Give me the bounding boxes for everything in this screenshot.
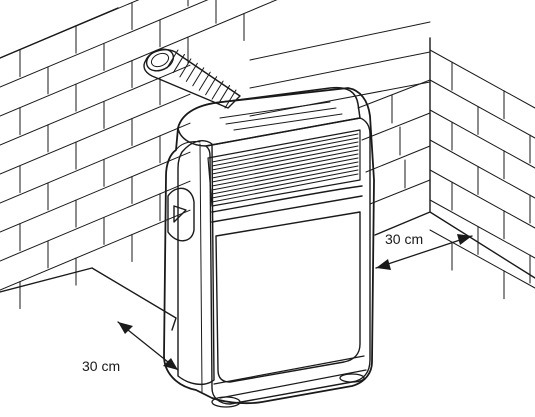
grille-slat (211, 173, 359, 203)
grille-slat (211, 169, 359, 199)
brick-course (429, 169, 535, 229)
grille-slat (211, 157, 359, 187)
side-clearance-label: 30 cm (385, 231, 423, 247)
brick-course (429, 199, 535, 259)
hose-rib (205, 76, 218, 96)
hose-rib (166, 49, 179, 69)
grille-slat (211, 141, 359, 171)
side-arrowhead-left (376, 259, 391, 270)
back-arrowhead-top (118, 322, 133, 334)
hose-rib (198, 71, 211, 91)
brick-course (0, 180, 191, 262)
brick-course (0, 122, 191, 204)
brick-course (429, 229, 535, 289)
brick-course (249, 51, 431, 89)
brick-course (0, 64, 191, 146)
side-handle-recess (167, 187, 195, 242)
grille-slat (211, 137, 359, 167)
brick-course (429, 139, 535, 199)
hose-rib (218, 85, 231, 105)
hose-rib (172, 53, 185, 73)
brick-course (0, 0, 278, 117)
grille-slat (211, 145, 359, 175)
side-clearance-dimension: 30 cm (375, 231, 473, 270)
grille-slat (211, 153, 359, 183)
front-caster (211, 396, 241, 408)
grille-slat (211, 161, 359, 191)
brick-course (0, 209, 191, 291)
back-clearance-label: 30 cm (82, 358, 120, 374)
back-arrowhead-bottom (163, 358, 178, 370)
brick-course (0, 93, 191, 175)
back-brick-wall (0, 0, 431, 331)
portable-air-conditioner (163, 86, 375, 408)
brick-course (0, 0, 209, 88)
side-arrowhead-right (457, 234, 472, 245)
grille-slat (211, 133, 359, 163)
hose-rib (224, 89, 237, 109)
back-clearance-dimension: 30 cm (82, 321, 179, 374)
grille-slat (211, 149, 359, 179)
hose-rib (179, 58, 192, 78)
exhaust-hose (143, 48, 241, 109)
side-brick-wall (357, 37, 535, 300)
unit-body (163, 87, 375, 405)
hose-rib (185, 62, 198, 82)
hose-rib (192, 67, 205, 87)
grille-slat (211, 165, 359, 195)
rear-caster (339, 373, 365, 383)
hose-rib (211, 80, 224, 100)
brick-course (0, 0, 140, 59)
brick-course (0, 151, 191, 233)
brick-course (249, 81, 431, 117)
unit-side-panel (177, 140, 215, 386)
brick-course (429, 109, 535, 169)
brick-course (429, 49, 535, 109)
brick-course (429, 79, 535, 139)
brick-course (249, 21, 431, 61)
